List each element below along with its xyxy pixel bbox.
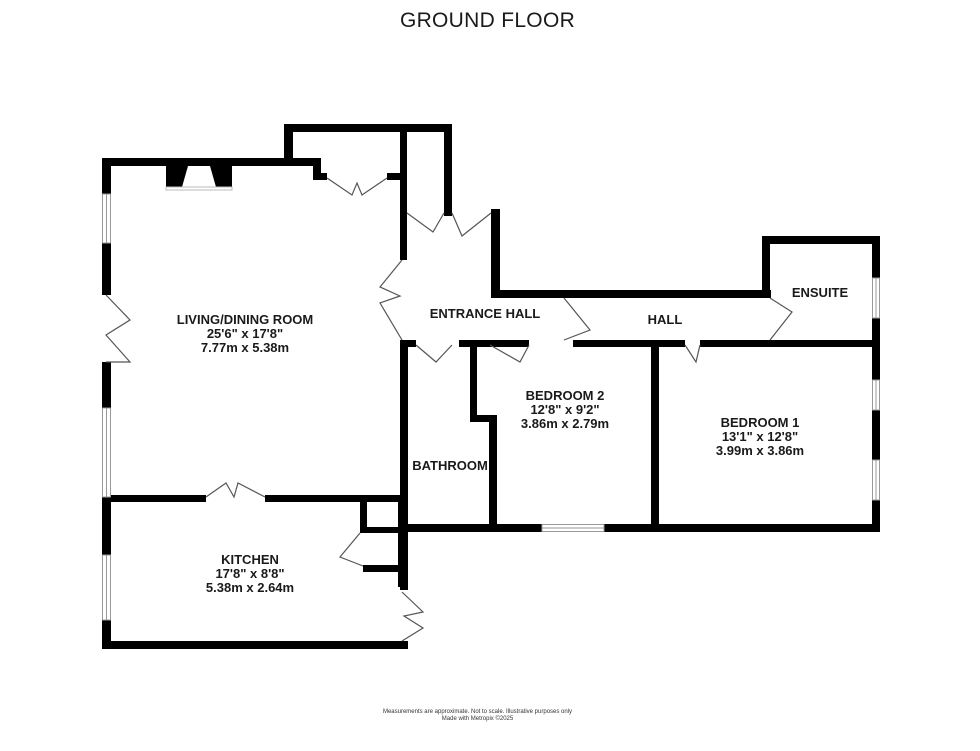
room-name: ENTRANCE HALL: [429, 306, 541, 321]
room-name: ENSUITE: [791, 285, 849, 300]
room-size-imperial: 13'1" x 12'8": [721, 429, 799, 444]
room-living-dining: LIVING/DINING ROOM 25'6" x 17'8" 7.77m x…: [160, 313, 330, 355]
disclaimer: Measurements are approximate. Not to sca…: [0, 709, 955, 723]
disclaimer-line-2: Made with Metropix ©2025: [441, 716, 514, 722]
room-size-metric: 7.77m x 5.38m: [200, 340, 290, 355]
fireplace-hearth: [165, 186, 233, 191]
room-kitchen: KITCHEN 17'8" x 8'8" 5.38m x 2.64m: [190, 553, 310, 595]
room-name: KITCHEN: [221, 552, 279, 567]
room-size-imperial: 17'8" x 8'8": [215, 566, 285, 581]
room-name: HALL: [647, 312, 683, 327]
room-size-metric: 3.86m x 2.79m: [520, 416, 610, 431]
room-entrance-hall: ENTRANCE HALL: [410, 307, 560, 321]
room-name: LIVING/DINING ROOM: [176, 312, 314, 327]
room-bedroom-1: BEDROOM 1 13'1" x 12'8" 3.99m x 3.86m: [690, 416, 830, 458]
room-name: BEDROOM 2: [525, 388, 605, 403]
room-hall: HALL: [630, 313, 700, 327]
walls: [102, 124, 880, 649]
room-bedroom-2: BEDROOM 2 12'8" x 9'2" 3.86m x 2.79m: [500, 389, 630, 431]
floor-title: GROUND FLOOR: [399, 9, 576, 32]
room-ensuite: ENSUITE: [780, 286, 860, 300]
room-size-metric: 5.38m x 2.64m: [205, 580, 295, 595]
disclaimer-line-1: Measurements are approximate. Not to sca…: [382, 709, 573, 715]
doors: [105, 177, 793, 642]
room-name: BATHROOM: [412, 458, 488, 473]
room-size-imperial: 12'8" x 9'2": [530, 402, 600, 417]
windows: [102, 193, 880, 621]
room-bathroom: BATHROOM: [405, 459, 495, 473]
room-size-metric: 3.99m x 3.86m: [715, 443, 805, 458]
room-size-imperial: 25'6" x 17'8": [206, 326, 284, 341]
room-name: BEDROOM 1: [720, 415, 800, 430]
